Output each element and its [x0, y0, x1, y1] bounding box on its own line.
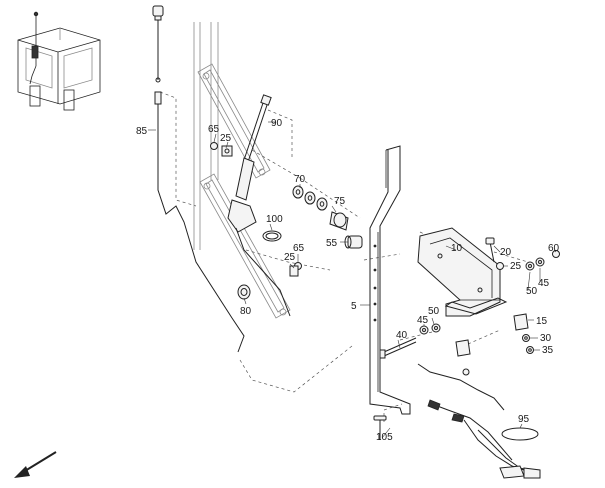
callout-105: 105	[376, 432, 393, 443]
callout-80: 80	[240, 306, 252, 317]
part-100-clamp	[262, 230, 282, 242]
direction-arrow-icon	[14, 451, 57, 478]
callout-95: 95	[518, 414, 530, 425]
part-75-roller	[329, 211, 349, 231]
callout-20: 20	[500, 247, 512, 258]
callout-85: 85	[136, 126, 148, 137]
callout-10: 10	[451, 243, 463, 254]
callout-100: 100	[266, 214, 283, 225]
part-85-control-rod	[152, 5, 245, 353]
part-95-harness	[417, 363, 541, 479]
part-55-bushing	[344, 235, 363, 249]
callout-65-lower: 65	[293, 243, 305, 254]
callout-90: 90	[271, 118, 283, 129]
callout-25-right: 25	[510, 261, 522, 272]
callout-70: 70	[294, 174, 306, 185]
callout-45-right: 45	[538, 278, 550, 289]
part-80-grommet	[237, 284, 251, 300]
callout-55: 55	[326, 238, 338, 249]
overview-thumbnail	[17, 11, 101, 111]
ghost-frame	[193, 22, 291, 319]
callout-25-lower: 25	[284, 252, 296, 263]
assembly-lines	[159, 91, 529, 422]
callout-30: 30	[540, 333, 552, 344]
part-10-bracket	[417, 227, 508, 317]
part-70-washers	[292, 185, 328, 211]
callout-15: 15	[536, 316, 548, 327]
callout-25-upper: 25	[220, 133, 232, 144]
callout-50-left: 50	[428, 306, 440, 317]
part-15-block	[455, 313, 529, 357]
part-105-screw	[373, 415, 387, 440]
part-20-bolt	[485, 237, 495, 263]
callout-5: 5	[351, 301, 357, 312]
parts-30-35	[462, 334, 534, 376]
callout-labels: 85 90 65 25 70 75 100 55 65 25 80 5 40 1…	[136, 118, 560, 443]
leader-lines	[148, 121, 557, 439]
callout-65-upper: 65	[208, 124, 220, 135]
callout-60: 60	[548, 243, 560, 254]
parts-65-25-lower	[289, 262, 302, 277]
callout-75: 75	[334, 196, 346, 207]
callout-40: 40	[396, 330, 408, 341]
callout-35: 35	[542, 345, 554, 356]
part-5-lever-arm	[369, 145, 411, 415]
part-40-bolt	[379, 337, 417, 359]
callout-50-right: 50	[526, 286, 538, 297]
part-90-actuator	[227, 94, 291, 317]
parts-65-25-upper	[210, 142, 233, 157]
callout-45-left: 45	[417, 315, 429, 326]
